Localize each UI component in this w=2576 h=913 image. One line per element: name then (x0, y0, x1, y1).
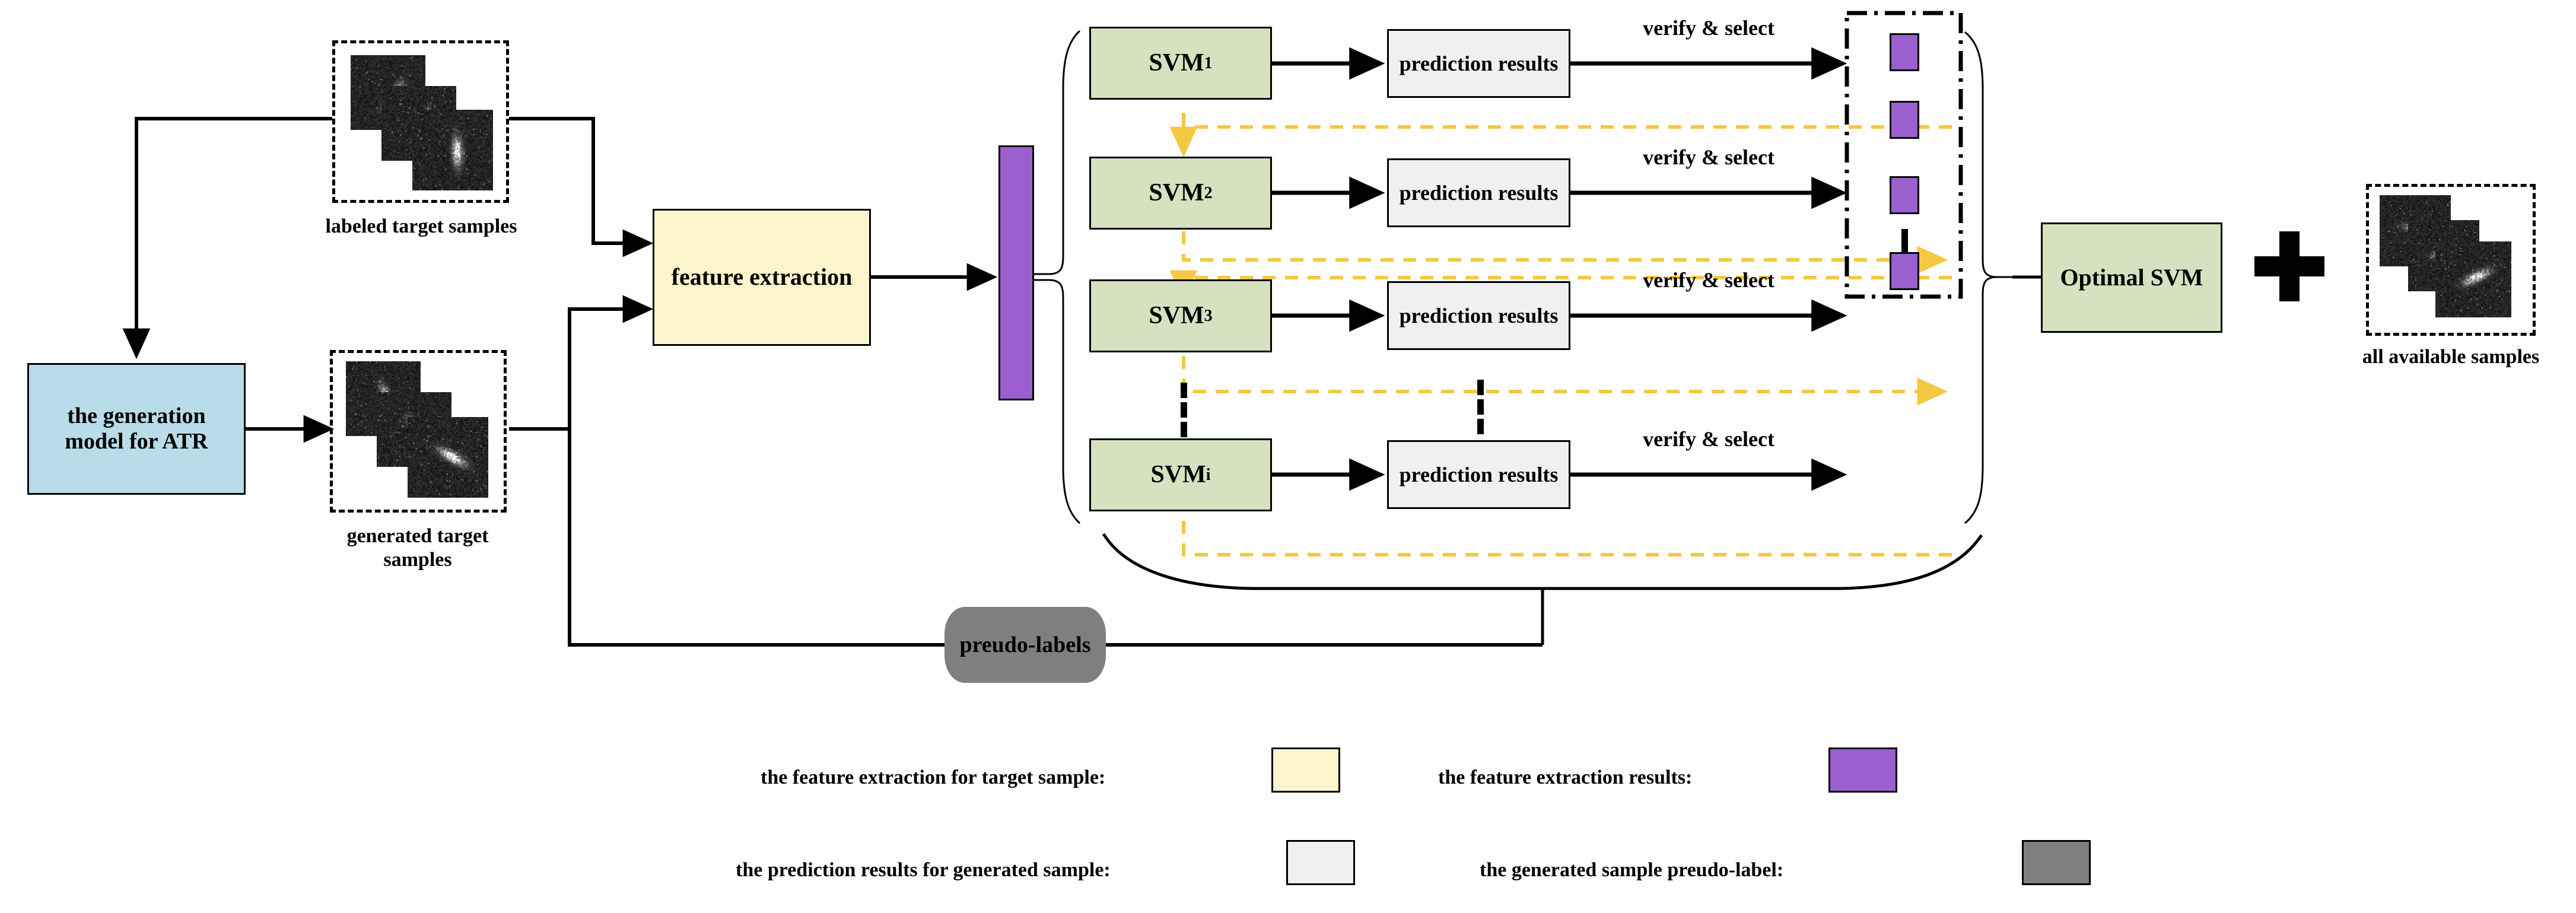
verify-select-label-i: verify & select (1643, 427, 1774, 451)
selected-feature-block-1 (1890, 33, 1919, 71)
optimal-svm-node[interactable]: Optimal SVM (2041, 222, 2222, 333)
legend-swatch-feature-results (1828, 747, 1897, 793)
plus-sign-icon (2254, 231, 2324, 301)
sar-chip (412, 110, 493, 190)
sar-chip (2435, 241, 2511, 317)
selected-samples-frame (1844, 11, 1963, 299)
optimal-svm-label: Optimal SVM (2060, 263, 2203, 291)
prediction-results-label: prediction results (1399, 51, 1559, 75)
svm-index: 1 (1204, 53, 1213, 72)
pseudo-labels-label: preudo-labels (959, 632, 1091, 657)
svm-label: SVM (1149, 179, 1204, 206)
legend-label-pseudo-label: the generated sample preudo-label: (1480, 859, 1784, 881)
verify-select-label-2: verify & select (1643, 145, 1774, 169)
legend-label-feature-results: the feature extraction results: (1438, 766, 1693, 788)
verify-select-label-3: verify & select (1643, 268, 1774, 292)
edge-block-to-pseudolabels (1102, 533, 1983, 645)
labeled-target-samples-caption: labeled target samples (325, 215, 517, 237)
svm-label: SVM (1149, 301, 1204, 329)
all-available-samples-caption: all available samples (2362, 346, 2540, 368)
legend-swatch-prediction-results (1286, 840, 1355, 885)
all-available-samples-box (2366, 184, 2536, 336)
svm-label: SVM (1150, 460, 1206, 488)
edge-svm-to-prediction-group (1272, 47, 1385, 491)
labeled-target-samples-box (332, 40, 509, 203)
sar-chip (408, 417, 488, 498)
prediction-results-node-i[interactable]: prediction results (1387, 440, 1570, 509)
feature-vector-bar (998, 145, 1034, 400)
svm-index: i (1206, 465, 1211, 484)
left-brace (1033, 30, 1081, 524)
legend-label-prediction-results: the prediction results for generated sam… (736, 859, 1111, 881)
prediction-results-label: prediction results (1399, 180, 1559, 205)
svm-index: 2 (1204, 183, 1213, 202)
generation-model-label: the generation model for ATR (65, 403, 208, 454)
generated-target-samples-caption: generated target samples (346, 525, 489, 571)
selected-feature-block-2 (1890, 101, 1919, 139)
svm-ellipsis-icon (1181, 383, 1187, 437)
edge-prediction-to-selected-group (1570, 47, 1847, 491)
svm-index: 3 (1204, 306, 1213, 325)
edge-generated-to-pseudolabels (522, 427, 944, 647)
generated-target-samples-box (330, 350, 507, 513)
selected-feature-block-3 (1890, 176, 1919, 214)
pseudo-labels-node[interactable]: preudo-labels (944, 607, 1106, 683)
edge-labeled-to-feature (509, 117, 654, 257)
selected-feature-block-i (1890, 252, 1919, 290)
prediction-results-node-2[interactable]: prediction results (1387, 158, 1570, 227)
prediction-results-node-1[interactable]: prediction results (1387, 29, 1570, 98)
legend-swatch-feature-extraction (1271, 747, 1340, 793)
prediction-results-node-3[interactable]: prediction results (1387, 281, 1570, 350)
edge-labeled-to-generation (122, 117, 332, 360)
right-brace (1964, 31, 2012, 524)
feature-extraction-node[interactable]: feature extraction (653, 209, 871, 346)
verify-select-label-1: verify & select (1643, 16, 1774, 40)
generation-model-node[interactable]: the generation model for ATR (27, 363, 246, 495)
svm-label: SVM (1149, 49, 1204, 77)
prediction-results-label: prediction results (1399, 303, 1559, 327)
prediction-ellipsis-icon (1477, 380, 1484, 434)
prediction-results-label: prediction results (1399, 462, 1559, 486)
legend-label-feature-extraction: the feature extraction for target sample… (761, 766, 1106, 788)
feature-extraction-label: feature extraction (671, 263, 853, 291)
legend-swatch-pseudo-label (2022, 840, 2091, 885)
